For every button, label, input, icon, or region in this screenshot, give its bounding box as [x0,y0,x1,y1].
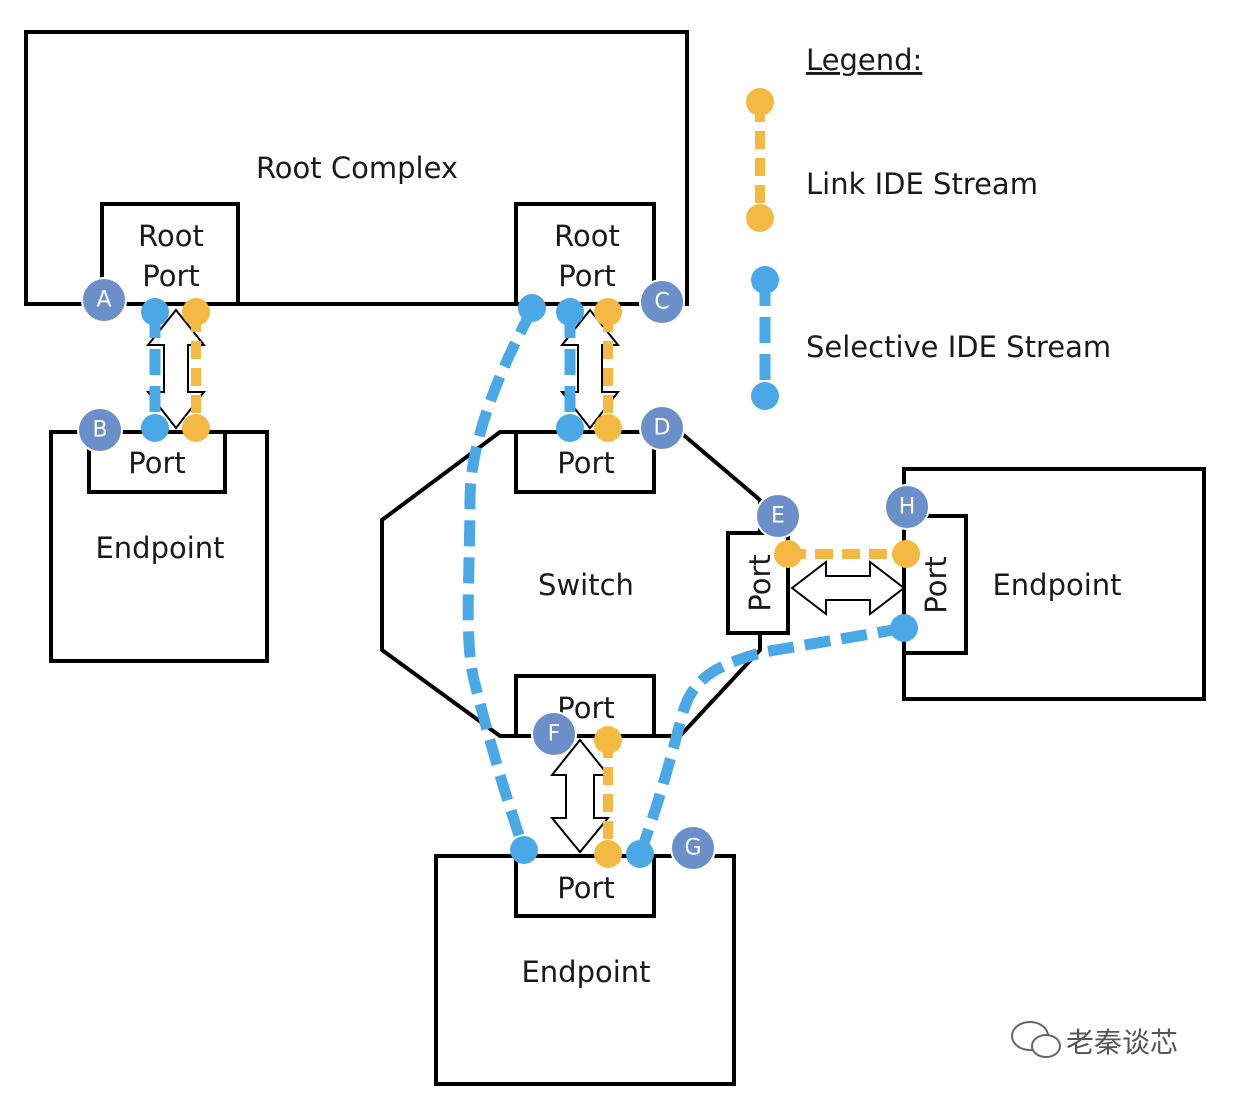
legend-selective-label: Selective IDE Stream [806,330,1111,364]
svg-text:C: C [654,290,669,315]
marker-g: G [670,825,716,871]
svg-text:G: G [684,836,701,861]
root-port-right-line2: Port [558,259,616,293]
endpoint-left-port-label: Port [128,446,186,480]
root-complex-label: Root Complex [256,151,458,185]
link-ide-stream-f-g [594,726,622,868]
svg-text:F: F [548,722,561,747]
link-ide-stream-e-h [774,540,920,568]
marker-d: D [639,405,685,451]
watermark-text: 老秦谈芯 [1066,1026,1178,1059]
endpoint-right-label: Endpoint [992,568,1121,602]
svg-text:E: E [771,504,785,529]
marker-e: E [755,493,801,539]
selective-ide-stream-a-b [141,298,169,442]
legend-link-label: Link IDE Stream [806,167,1038,201]
link-arrow-e-h [790,559,906,617]
svg-text:D: D [654,416,671,441]
selective-ide-stream-c-d [556,298,584,442]
endpoint-bottom-port-label: Port [557,871,615,905]
marker-c: C [639,279,685,325]
selective-ide-stream-rc-to-endpoint [462,294,546,864]
marker-f: F [531,711,577,757]
svg-text:A: A [96,288,111,313]
wechat-icon [1011,1021,1061,1058]
svg-text:H: H [899,495,916,520]
svg-text:B: B [92,418,107,443]
legend-selective-swatch [751,266,779,410]
watermark: 老秦谈芯 [1011,1021,1178,1059]
endpoint-right-port-label: Port [919,556,953,614]
root-port-right [514,202,656,306]
legend: Legend: Link IDE Stream Selective IDE St… [746,43,1111,410]
selective-ide-stream-endpoint-to-endpoint [626,614,918,868]
marker-a: A [81,277,127,323]
endpoint-left-label: Endpoint [95,531,224,565]
legend-link-swatch [746,88,774,232]
root-port-right-line1: Root [554,219,620,253]
endpoint-bottom-label: Endpoint [521,955,650,989]
root-port-left-line2: Port [142,259,200,293]
switch-downstream-port-right-label: Port [743,554,777,612]
switch-upstream-port-label: Port [557,446,615,480]
link-ide-stream-c-d [594,298,622,442]
root-port-left-line1: Root [138,219,204,253]
marker-b: B [77,407,123,453]
root-port-left [100,202,240,306]
endpoint-bottom-port [514,854,656,918]
marker-h: H [884,484,930,530]
switch-upstream-port [514,430,656,494]
switch-label: Switch [538,568,634,602]
link-ide-stream-a-b [182,298,210,442]
link-arrow-f-g [549,738,611,854]
legend-title: Legend: [806,43,922,77]
